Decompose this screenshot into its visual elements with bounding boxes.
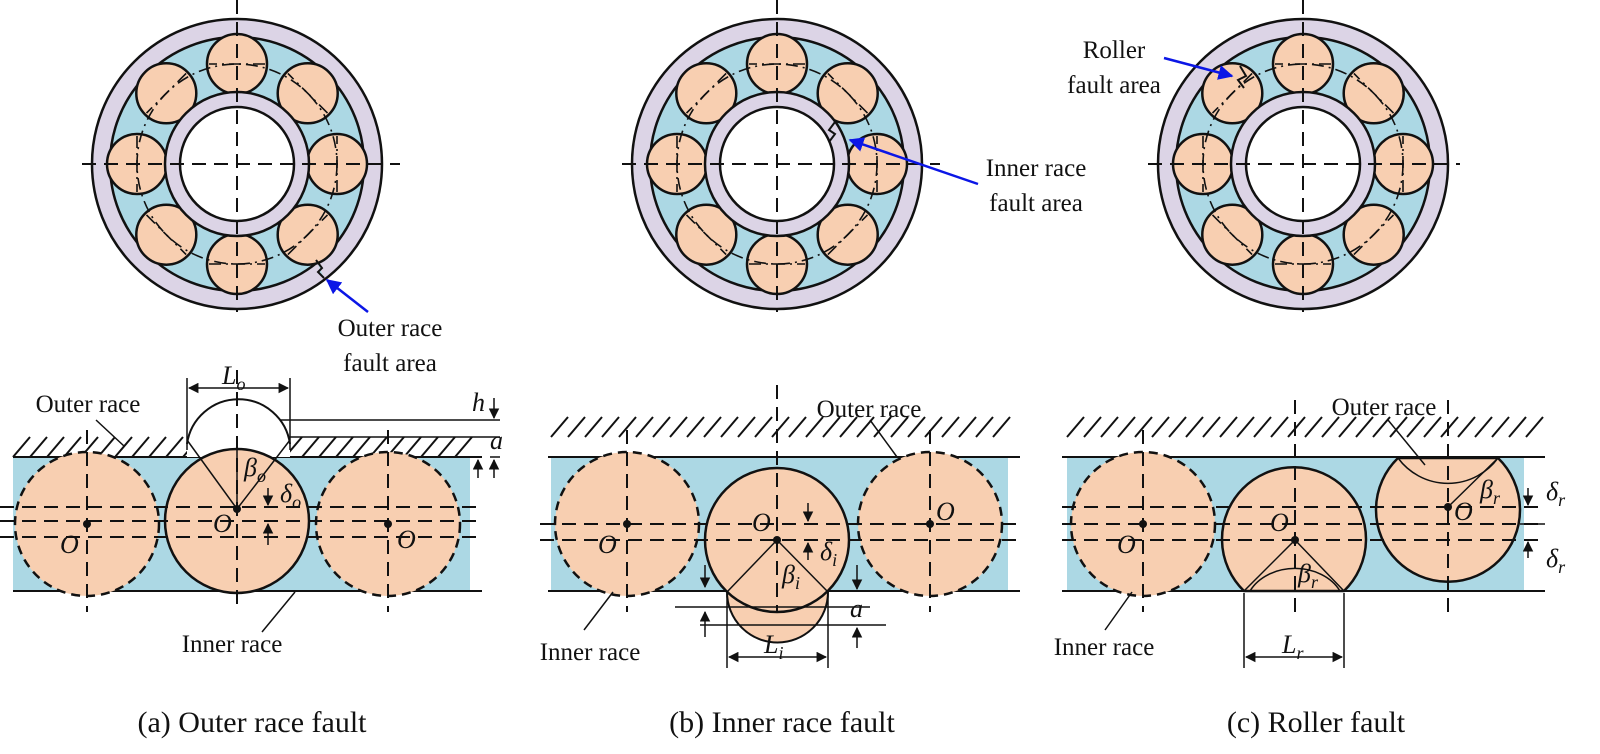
- callout-outer-line2: fault area: [343, 350, 437, 377]
- symbol-O-a-right: O: [397, 525, 416, 554]
- symbol-delta-a: δo: [280, 479, 301, 512]
- symbol-O-a-left: O: [60, 530, 79, 559]
- callout-inner-line1: Inner race: [986, 155, 1087, 182]
- symbol-beta-b: βi: [781, 560, 800, 593]
- symbol-beta-c-bottom: βr: [1297, 559, 1319, 592]
- section-roller-fault: Outer race Inner race Lr βr βr δr δr O O…: [1054, 394, 1566, 739]
- callout-roller-line2: fault area: [1067, 72, 1161, 99]
- callout-inner-line2: fault area: [989, 190, 1083, 217]
- symbol-delta-c-bottom: δr: [1546, 544, 1566, 577]
- caption-b: (b) Inner race fault: [669, 706, 895, 739]
- section-inner-fault: Outer race Inner race Li a βi δi O O O (…: [540, 385, 1020, 739]
- caption-a: (a) Outer race fault: [137, 706, 367, 739]
- bearing-roller-fault: Roller fault area: [1067, 0, 1460, 312]
- symbol-O-b-left: O: [598, 530, 617, 559]
- caption-c: (c) Roller fault: [1227, 706, 1406, 739]
- callout-arrow-inner: [848, 137, 979, 186]
- symbol-L-c: Lr: [1281, 630, 1304, 663]
- symbol-delta-c-top: δr: [1546, 477, 1566, 510]
- label-outer-race-b: Outer race: [817, 396, 922, 423]
- symbol-O-c-left: O: [1117, 530, 1136, 559]
- callout-arrow-roller: [1163, 56, 1234, 80]
- symbol-beta-c-top: βr: [1479, 475, 1501, 508]
- symbol-O-b-center: O: [752, 508, 771, 537]
- label-outer-race-a: Outer race: [36, 391, 141, 418]
- bearing-inner-fault: Inner race fault area: [622, 0, 1086, 312]
- symbol-O-c-center: O: [1270, 508, 1289, 537]
- symbol-a-a: a: [490, 426, 503, 455]
- symbol-L-b: Li: [763, 630, 783, 663]
- symbol-O-c-right: O: [1454, 497, 1473, 526]
- symbol-a-b: a: [850, 594, 863, 623]
- symbol-O-b-right: O: [936, 497, 955, 526]
- symbol-L-a: Lo: [221, 361, 245, 394]
- symbol-O-a-center: O: [213, 509, 232, 538]
- label-inner-race-a: Inner race: [182, 631, 283, 658]
- callout-roller-line1: Roller: [1083, 37, 1146, 64]
- section-outer-fault: Outer race Inner race Lo h a βo δo O O O…: [0, 361, 503, 739]
- bearing-outer-fault: Outer race fault area: [82, 0, 442, 377]
- callout-outer-line1: Outer race: [338, 315, 443, 342]
- label-inner-race-c: Inner race: [1054, 634, 1155, 661]
- label-outer-race-c: Outer race: [1332, 394, 1437, 421]
- label-inner-race-b: Inner race: [540, 639, 641, 666]
- callout-arrow-outer: [325, 279, 369, 313]
- symbol-h-a: h: [472, 388, 485, 417]
- symbol-beta-a: βo: [243, 453, 266, 486]
- symbol-delta-b: δi: [820, 537, 837, 570]
